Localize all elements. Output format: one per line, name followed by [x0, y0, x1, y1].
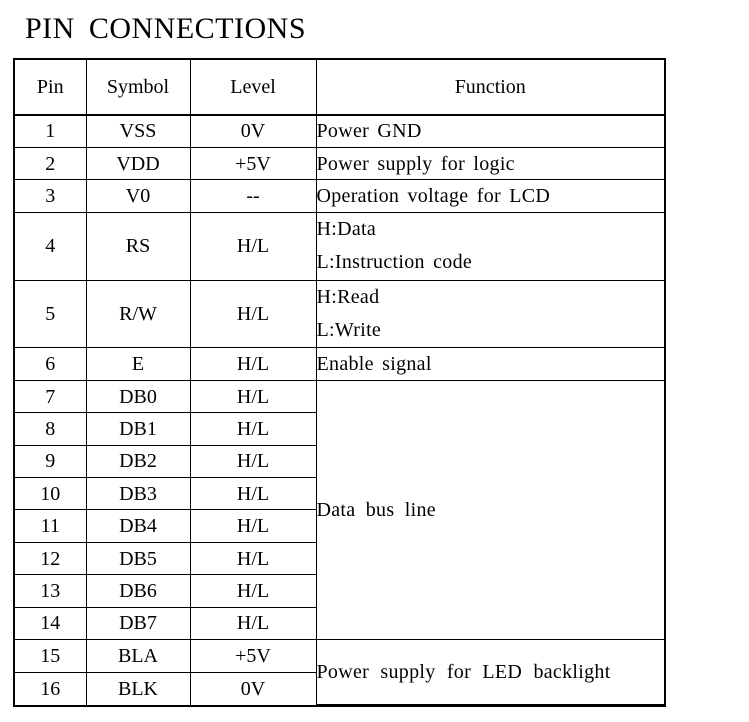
pin-cell: 8 — [15, 412, 87, 446]
level-cell: H/L — [189, 509, 316, 543]
symbol-cell: DB3 — [85, 477, 191, 511]
symbol-cell: DB6 — [85, 574, 191, 608]
header-function: Function — [315, 60, 664, 116]
level-cell: -- — [189, 179, 317, 213]
function-cell: Power supply for logic — [315, 146, 664, 181]
symbol-cell: DB5 — [85, 541, 191, 576]
pin-cell: 13 — [15, 574, 87, 608]
pin-cell: 3 — [15, 179, 87, 213]
level-cell: H/L — [189, 211, 317, 281]
level-cell: H/L — [189, 347, 317, 381]
table-row: 14 DB7 H/L — [15, 606, 664, 641]
table-row: 11 DB4 H/L — [15, 509, 664, 543]
symbol-cell: DB7 — [85, 606, 191, 641]
pin-cell: 4 — [15, 211, 87, 281]
symbol-cell: RS — [85, 211, 191, 281]
symbol-cell: DB1 — [85, 412, 191, 446]
function-line: H:Data — [316, 218, 377, 241]
table-row: 6 E H/L Enable signal — [15, 347, 664, 381]
symbol-cell: R/W — [85, 279, 191, 349]
symbol-cell: BLA — [85, 639, 191, 673]
table-row: 5 R/W H/L H:Read L:Write — [15, 279, 664, 349]
pin-cell: 10 — [15, 477, 87, 511]
header-row: Pin Symbol Level Function — [15, 60, 664, 116]
function-cell-data-bus: Data bus line — [315, 379, 664, 641]
header-pin: Pin — [15, 60, 87, 116]
table-row: 7 DB0 H/L Data bus line — [15, 379, 664, 641]
function-line: L:Write — [316, 319, 382, 341]
level-cell: H/L — [189, 477, 316, 511]
table-row: 16 BLK 0V — [15, 671, 664, 705]
function-cell: Power GND — [315, 114, 664, 148]
pin-cell: 12 — [15, 541, 87, 576]
pin-table-frame: Pin Symbol Level Function 1 VSS 0V Power… — [13, 58, 666, 707]
function-cell: H:Data L:Instruction code — [315, 211, 664, 281]
function-cell: Operation voltage for LCD — [315, 179, 664, 213]
symbol-cell: VSS — [85, 114, 191, 148]
level-cell: H/L — [189, 379, 317, 414]
pin-cell: 11 — [15, 509, 87, 543]
pin-cell: 14 — [15, 606, 87, 641]
level-cell: H/L — [189, 574, 316, 608]
level-cell: H/L — [189, 444, 316, 479]
level-cell: H/L — [189, 541, 316, 576]
function-cell: H:Read L:Write — [315, 279, 664, 349]
level-cell: +5V — [189, 146, 317, 181]
header-symbol: Symbol — [85, 60, 191, 116]
pin-cell: 5 — [15, 279, 87, 349]
table-row: 2 VDD +5V Power supply for logic — [15, 146, 664, 181]
function-line: H:Read — [316, 286, 380, 308]
level-cell: H/L — [189, 279, 317, 349]
symbol-cell: E — [85, 347, 191, 381]
table-row: 3 V0 -- Operation voltage for LCD — [15, 179, 664, 213]
symbol-cell: VDD — [85, 146, 191, 181]
pin-cell: 9 — [15, 444, 87, 479]
symbol-cell: DB2 — [85, 444, 191, 479]
level-cell: +5V — [189, 639, 317, 673]
function-line: L:Instruction code — [316, 251, 473, 274]
function-cell: Enable signal — [315, 347, 664, 381]
pin-cell: 6 — [15, 347, 87, 381]
table-row: 4 RS H/L H:Data L:Instruction code — [15, 211, 664, 281]
symbol-cell: DB0 — [85, 379, 191, 414]
table-row: 15 BLA +5V Power supply for LED backligh… — [15, 639, 664, 705]
pin-cell: 2 — [15, 146, 87, 181]
pin-cell: 1 — [15, 114, 87, 148]
level-cell: H/L — [189, 412, 316, 446]
page-title: PIN CONNECTIONS — [25, 12, 307, 45]
pin-connections-table: Pin Symbol Level Function 1 VSS 0V Power… — [15, 60, 664, 705]
header-level: Level — [189, 60, 317, 116]
pin-cell: 15 — [15, 639, 87, 673]
table-row: 1 VSS 0V Power GND — [15, 114, 664, 148]
level-cell: H/L — [189, 606, 316, 641]
pin-cell: 16 — [15, 671, 87, 705]
level-cell: 0V — [189, 114, 317, 148]
level-cell: 0V — [189, 671, 316, 705]
symbol-cell: V0 — [85, 179, 191, 213]
table-row: 12 DB5 H/L — [15, 541, 664, 576]
function-cell-led-backlight: Power supply for LED backlight — [315, 639, 664, 705]
symbol-cell: DB4 — [85, 509, 191, 543]
pin-cell: 7 — [15, 379, 87, 414]
table-row: 13 DB6 H/L — [15, 574, 664, 608]
table-row: 9 DB2 H/L — [15, 444, 664, 479]
symbol-cell: BLK — [85, 671, 191, 705]
table-row: 10 DB3 H/L — [15, 477, 664, 511]
